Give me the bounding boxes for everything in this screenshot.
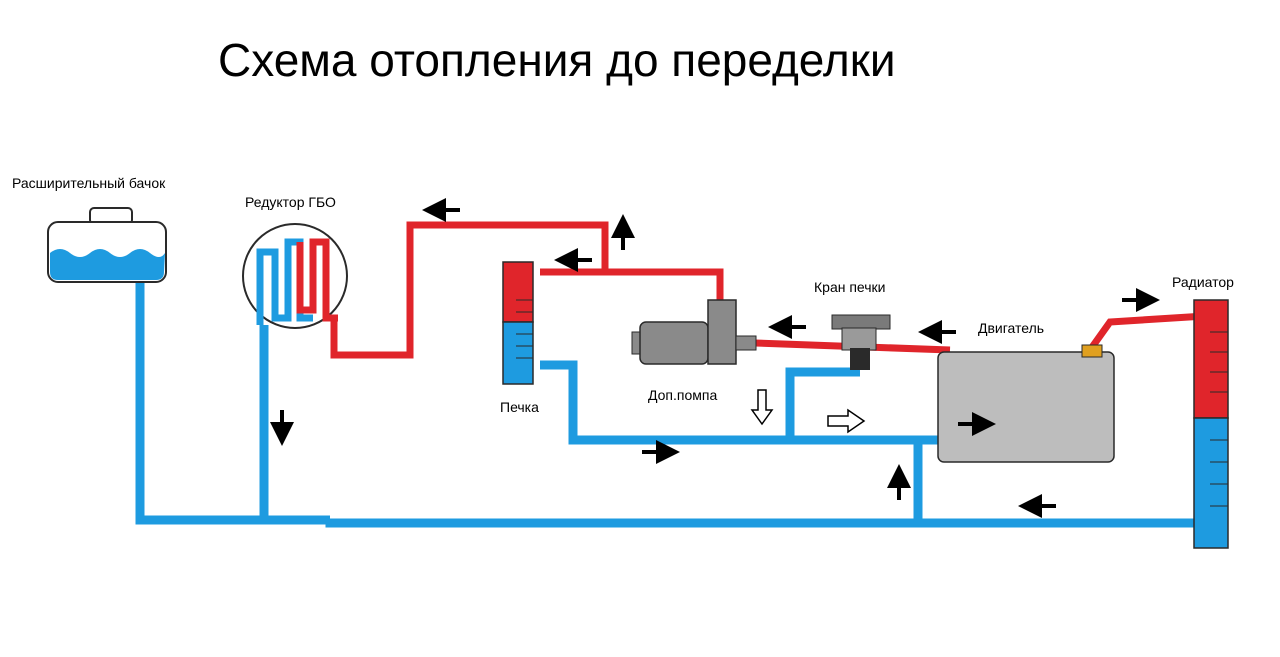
engine-label: Двигатель: [978, 320, 1044, 336]
radiator-label: Радиатор: [1172, 274, 1234, 290]
radiator: [1193, 299, 1229, 549]
arrow-down-hollow-icon: [750, 389, 774, 426]
extra-pump: [631, 299, 757, 365]
cold-pipes: [135, 275, 1205, 528]
heater-core: [502, 261, 534, 385]
hollow-arrows: [750, 389, 866, 434]
heater-valve: [831, 314, 891, 370]
flow-arrows: [270, 198, 1160, 518]
extra-pump-label: Доп.помпа: [648, 387, 717, 403]
arrow-right-hollow-icon: [827, 408, 866, 434]
gas-reducer-label: Редуктор ГБО: [245, 194, 336, 210]
heater-core-label: Печка: [500, 399, 539, 415]
heater-valve-label: Кран печки: [814, 279, 886, 295]
gas-reducer: [242, 223, 348, 329]
engine: [937, 344, 1115, 463]
expansion-tank: [47, 207, 167, 283]
expansion-tank-label: Расширительный бачок: [12, 175, 166, 191]
diagram-title: Схема отопления до переделки: [218, 34, 896, 86]
